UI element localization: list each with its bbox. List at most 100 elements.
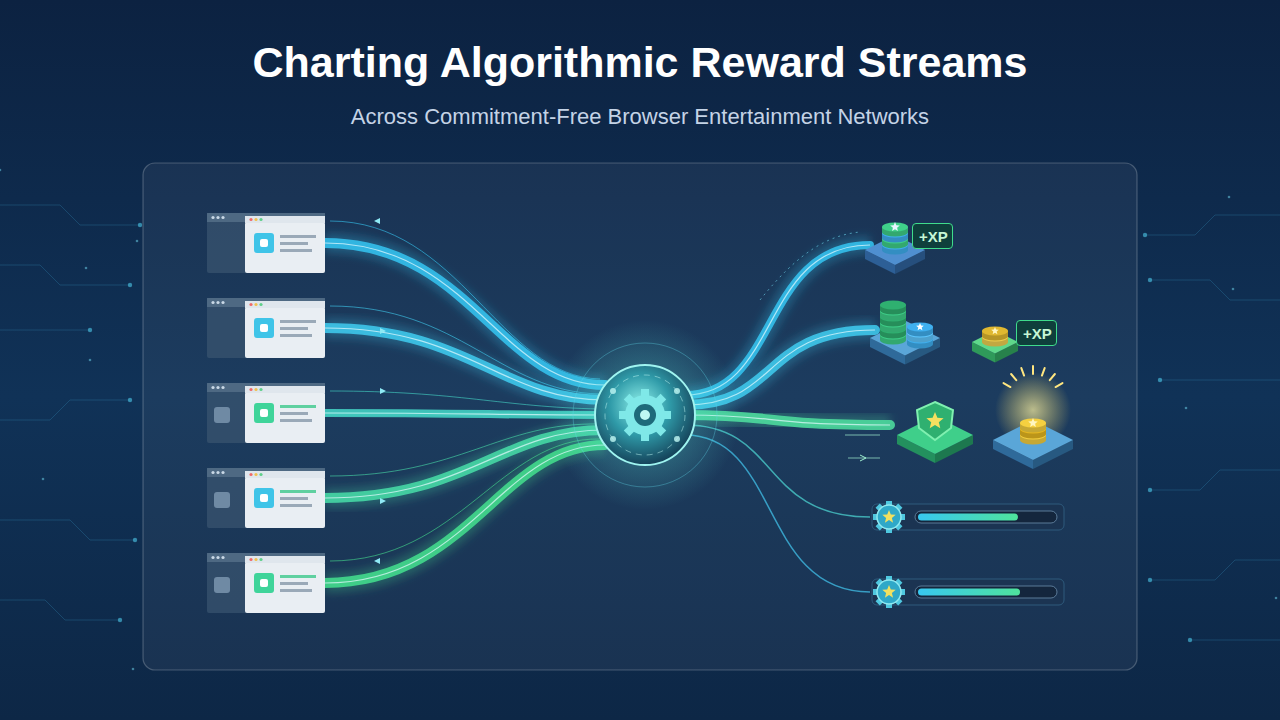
tag-text: +XP: [1023, 325, 1050, 343]
progress-bars: [918, 589, 1020, 596]
browser-card: [221, 301, 224, 304]
circuit-lines: [1150, 560, 1280, 580]
browser-card: [254, 303, 257, 306]
browser-card: [207, 553, 325, 613]
browser-card: [207, 383, 325, 392]
reward-streams: [325, 445, 605, 583]
circuit-lines: [0, 520, 135, 540]
progress-bars: [872, 579, 1064, 605]
browser-card: [254, 388, 257, 391]
reward-icons: [1020, 419, 1046, 428]
engine-orb: [573, 343, 717, 487]
reward-streams: [374, 218, 380, 224]
engine-orb: [625, 395, 665, 435]
browser-card: [245, 392, 325, 443]
xp-tag: +XP: [1016, 320, 1057, 346]
progress-bars: [882, 585, 895, 598]
reward-icons: [870, 321, 940, 356]
browser-card: [221, 386, 224, 389]
browser-card: [249, 473, 252, 476]
engine-orb: [634, 404, 656, 426]
circuit-lines: [118, 618, 122, 622]
engine-orb: [550, 320, 740, 510]
title-text: Charting Algorithmic Reward Streams: [0, 38, 1280, 87]
progress-bars: [882, 510, 895, 523]
subtitle-text: Across Commitment-Free Browser Entertain…: [0, 104, 1280, 130]
circuit-lines: [0, 600, 120, 620]
browser-card: [280, 582, 308, 585]
progress-bars: [872, 501, 1064, 608]
browser-card: [245, 222, 325, 273]
browser-card: [216, 216, 219, 219]
browser-card: [221, 556, 224, 559]
browser-card: [280, 242, 308, 245]
reward-icons: [1042, 368, 1045, 376]
reward-icons: [1050, 374, 1055, 380]
circuit-lines: [132, 668, 135, 671]
browser-card: [245, 216, 325, 223]
circuit-lines: [89, 359, 92, 362]
engine-orb: [610, 388, 616, 394]
browser-card: [207, 213, 325, 273]
reward-icons: [991, 327, 999, 334]
glass-panel: [143, 163, 1137, 670]
progress-bars: [872, 504, 1064, 530]
engine-orb: [674, 388, 680, 394]
browser-card: [249, 388, 252, 391]
browser-card: [207, 468, 325, 528]
browser-card: [207, 213, 325, 273]
browser-card: [221, 216, 224, 219]
circuit-lines: [1228, 196, 1231, 199]
browser-card: [216, 471, 219, 474]
progress-bars: [877, 580, 901, 604]
browser-card: [245, 386, 325, 393]
browser-card: [254, 218, 257, 221]
reward-streams: [325, 218, 890, 592]
browser-card: [207, 553, 325, 562]
circuit-lines: [1275, 597, 1278, 600]
browser-card: [207, 553, 325, 613]
browser-card: [211, 386, 214, 389]
browser-card: [254, 233, 274, 253]
browser-card: [260, 494, 268, 502]
browser-card: [280, 504, 312, 507]
circuit-lines: [1188, 638, 1192, 642]
browser-card: [254, 403, 274, 423]
browser-card: [254, 558, 257, 561]
engine-orb: [610, 436, 616, 442]
circuit-lines: [88, 328, 92, 332]
reward-icons: [1021, 368, 1024, 376]
reward-streams: [845, 435, 880, 458]
browser-card: [216, 386, 219, 389]
engine-orb: [674, 436, 680, 442]
circuit-lines: [0, 330, 90, 331]
tag-text: +XP: [919, 228, 946, 246]
reward-icons: [882, 223, 908, 232]
circuit-lines: [0, 400, 130, 420]
progress-bars: [918, 514, 1018, 521]
browser-card: [280, 405, 316, 408]
browser-card: [249, 218, 252, 221]
browser-card: [211, 301, 214, 304]
browser-card: [280, 249, 312, 252]
browser-card: [280, 334, 312, 337]
reward-icons: [890, 222, 900, 231]
reward-streams: [325, 445, 605, 583]
circuit-lines: [1143, 233, 1147, 237]
browser-card: [211, 471, 214, 474]
browser-card: [280, 497, 308, 500]
circuit-lines: [128, 398, 132, 402]
circuit-lines: [128, 283, 132, 287]
circuit-lines: [1158, 378, 1162, 382]
reward-streams: [760, 232, 860, 300]
browser-card: [214, 577, 230, 593]
progress-bars: [877, 505, 901, 529]
browser-card: [207, 298, 325, 358]
reward-streams: [380, 388, 386, 394]
reward-streams: [330, 439, 600, 561]
circuit-lines: [1185, 407, 1188, 410]
circuit-lines: [1150, 470, 1280, 490]
browser-card: [259, 218, 262, 221]
circuit-lines: [85, 267, 88, 270]
